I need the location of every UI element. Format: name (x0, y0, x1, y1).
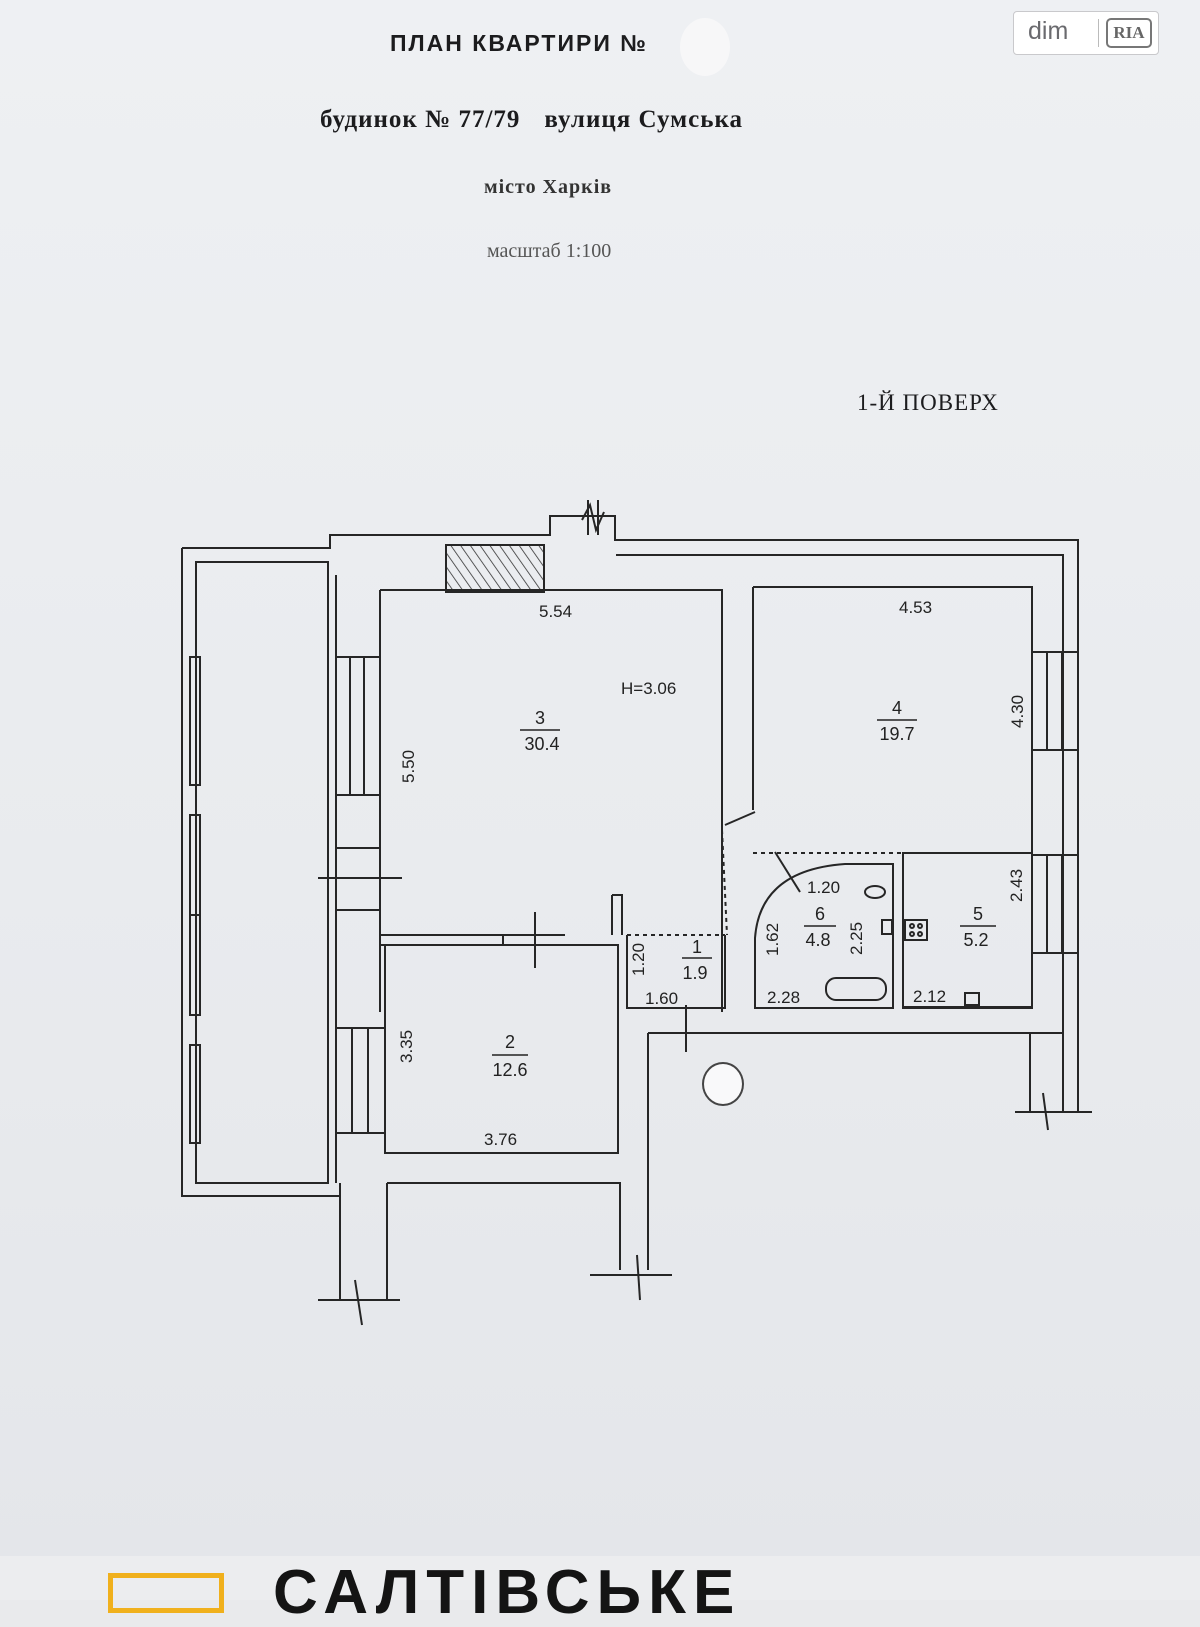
city-label: місто Харків (484, 176, 613, 198)
dim-room3-width: 5.54 (539, 602, 572, 621)
dim-room6-top: 1.20 (807, 878, 840, 897)
scale-label: масштаб 1:100 (487, 240, 612, 262)
room-5-area: 5.2 (963, 930, 988, 950)
redaction-blot (702, 1062, 744, 1106)
agency-banner: САЛТІВСЬКЕ (0, 1556, 1200, 1624)
room-1-number: 1 (692, 937, 702, 957)
dim-room6-side: 1.62 (763, 923, 782, 956)
outer-wall-inner (616, 554, 1064, 1112)
dim-room5-depth: 2.43 (1007, 869, 1026, 902)
outer-wall (182, 515, 1079, 1112)
dim-logo-text: dim (1028, 17, 1069, 45)
ria-logo-badge: RIA (1106, 18, 1152, 48)
dim-room1-depth: 1.20 (629, 943, 648, 976)
logo-divider (1098, 19, 1099, 47)
house-label: будинок № 77/79 (320, 106, 521, 133)
redaction-blot (680, 18, 730, 76)
break-symbol-top (581, 500, 605, 535)
room-2-outline (384, 944, 619, 1154)
dim-room3-depth: 5.50 (399, 750, 418, 783)
room-1-area: 1.9 (682, 963, 707, 983)
room-2-area: 12.6 (492, 1060, 527, 1080)
left-wing-inner (195, 561, 329, 1184)
hatched-wall (445, 544, 545, 593)
lower-corridor (387, 1182, 621, 1270)
address-line: будинок № 77/79 вулиця Сумська (320, 106, 743, 134)
room-3-outline (380, 589, 723, 1012)
room-6-outline (754, 863, 894, 1009)
dim-room1-width: 1.60 (645, 989, 678, 1008)
dim-room4-depth: 4.30 (1008, 695, 1027, 728)
dim-room2-width: 3.76 (484, 1130, 517, 1149)
room-1-outline (626, 935, 726, 1009)
left-window-column (318, 575, 402, 1183)
break-symbol-bottom-left (318, 1279, 400, 1326)
ceiling-height-label: H=3.06 (621, 679, 676, 698)
dim-room6-depth: 2.25 (847, 922, 866, 955)
dim-room6-width: 2.28 (767, 988, 800, 1007)
room-2-number: 2 (505, 1032, 515, 1052)
room-5-number: 5 (973, 904, 983, 924)
room-3-area: 30.4 (524, 734, 559, 754)
dim-room5-width: 2.12 (913, 987, 946, 1006)
break-symbol-bottom-mid (590, 1254, 672, 1301)
dimria-watermark: dim RIA (1013, 11, 1159, 55)
banner-text: САЛТІВСЬКЕ (273, 1558, 742, 1627)
right-window-column (1031, 651, 1079, 954)
floor-label: 1-Й ПОВЕРХ (857, 390, 999, 415)
dim-room2-depth: 3.35 (397, 1030, 416, 1063)
room-6-number: 6 (815, 904, 825, 924)
room-4-number: 4 (892, 698, 902, 718)
left-wing-windows (189, 656, 201, 1144)
room-3-number: 3 (535, 708, 545, 728)
room-6-area: 4.8 (805, 930, 830, 950)
street-label: вулиця Сумська (544, 106, 744, 133)
room-4-area: 19.7 (879, 724, 914, 744)
break-symbol-right (1015, 1092, 1092, 1131)
left-wing-outer (181, 548, 340, 1197)
document-title: ПЛАН КВАРТИРИ № (390, 30, 648, 56)
banner-logo-box (108, 1573, 224, 1613)
dim-room4-width: 4.53 (899, 598, 932, 617)
